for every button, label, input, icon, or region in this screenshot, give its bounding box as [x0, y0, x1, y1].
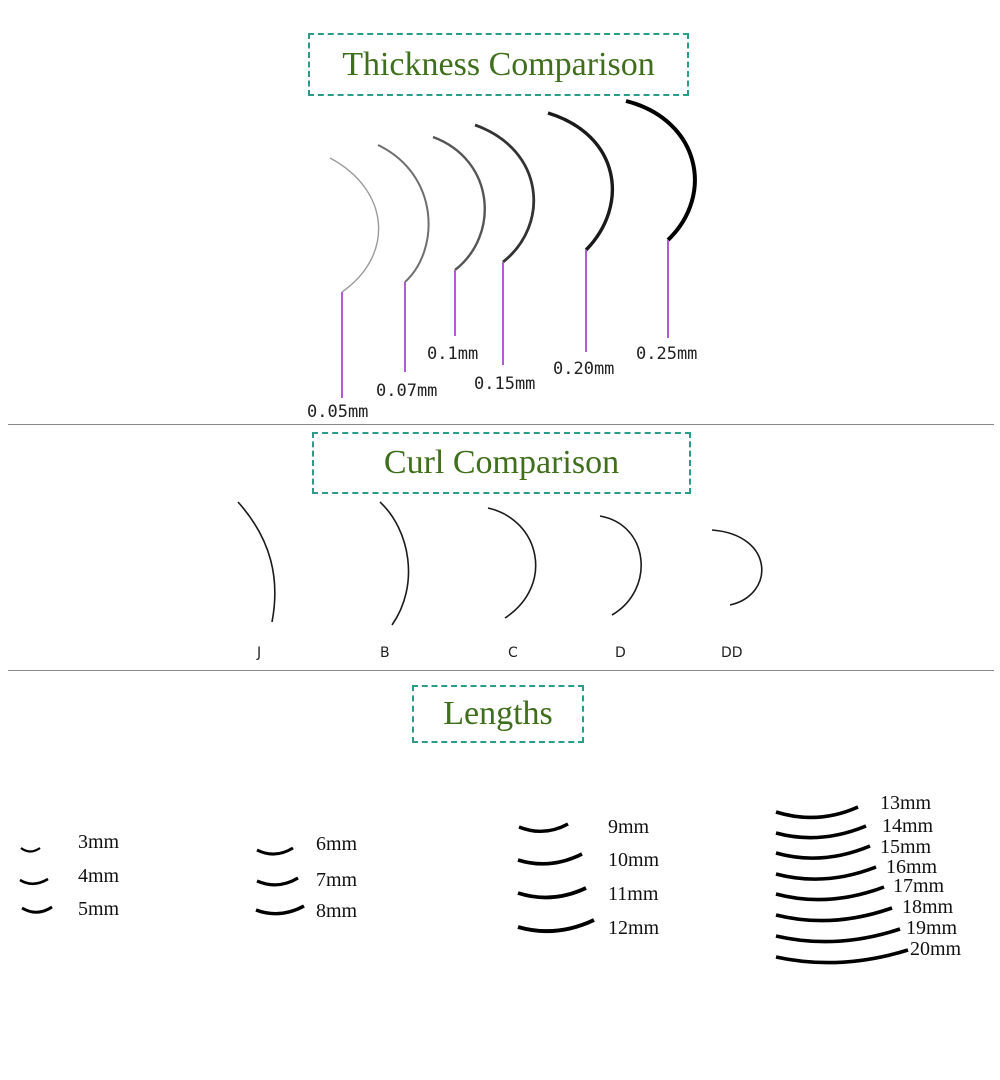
lash-10mm	[517, 852, 583, 866]
lash-16mm	[775, 865, 877, 881]
curl-label-dd: DD	[721, 645, 743, 661]
lash-18mm	[775, 906, 893, 923]
lash-13mm	[775, 805, 859, 820]
curl-lashes	[237, 501, 763, 626]
curl-label-j: J	[257, 645, 262, 661]
thickness-label-0-07: 0.07mm	[376, 381, 438, 401]
divider-top	[8, 424, 994, 425]
curl-title: Curl Comparison	[312, 432, 691, 494]
length-label-4mm: 4mm	[78, 865, 120, 887]
length-label-20mm: 20mm	[910, 938, 962, 960]
lash-7mm	[256, 876, 299, 887]
lash-8mm	[255, 904, 305, 916]
length-label-16mm: 16mm	[886, 856, 938, 878]
lash-5mm	[21, 905, 53, 914]
length-label-19mm: 19mm	[906, 917, 958, 939]
length-lashes	[19, 805, 909, 965]
curl-j	[237, 501, 276, 623]
lash-14mm	[775, 824, 867, 840]
thickness-title: Thickness Comparison	[308, 33, 689, 96]
lash-12mm	[517, 918, 595, 934]
length-label-14mm: 14mm	[882, 815, 934, 837]
length-label-9mm: 9mm	[608, 816, 650, 838]
lash-0-15	[474, 123, 536, 264]
length-label-18mm: 18mm	[902, 896, 954, 918]
thickness-label-0-1: 0.1mm	[427, 344, 479, 364]
lash-0-20	[547, 111, 615, 252]
lash-6mm	[256, 846, 294, 856]
curl-d	[599, 515, 642, 616]
lash-17mm	[775, 885, 885, 902]
length-label-5mm: 5mm	[78, 898, 120, 920]
curl-label-b: B	[380, 645, 390, 661]
curl-b	[379, 501, 410, 626]
lash-9mm	[518, 822, 569, 833]
length-label-3mm: 3mm	[78, 831, 120, 853]
curl-dd	[711, 529, 763, 606]
lash-4mm	[19, 877, 49, 886]
lash-20mm	[775, 948, 909, 965]
length-label-11mm: 11mm	[608, 883, 659, 905]
thickness-label-0-25: 0.25mm	[636, 344, 698, 364]
length-label-10mm: 10mm	[608, 849, 660, 871]
thickness-lashes	[329, 99, 697, 398]
lash-3mm	[20, 847, 41, 853]
length-label-7mm: 7mm	[316, 869, 358, 891]
length-label-13mm: 13mm	[880, 792, 932, 814]
lash-11mm	[517, 886, 587, 900]
curl-label-d: D	[615, 645, 626, 661]
length-label-12mm: 12mm	[608, 917, 660, 939]
length-label-6mm: 6mm	[316, 833, 358, 855]
lash-0-07	[377, 144, 430, 283]
thickness-label-0-20: 0.20mm	[553, 359, 615, 379]
length-label-8mm: 8mm	[316, 900, 358, 922]
divider-bottom	[8, 670, 994, 671]
lash-0-1	[432, 135, 486, 271]
lash-15mm	[775, 844, 871, 860]
curl-c	[487, 507, 537, 619]
lengths-title: Lengths	[412, 685, 584, 743]
length-label-15mm: 15mm	[880, 836, 932, 858]
length-label-17mm: 17mm	[893, 875, 945, 897]
thickness-label-0-15: 0.15mm	[474, 374, 536, 394]
thickness-label-0-05: 0.05mm	[307, 402, 369, 422]
lash-0-05	[329, 157, 380, 293]
lash-19mm	[775, 927, 901, 944]
curl-label-c: C	[508, 645, 518, 661]
lash-0-25	[625, 99, 697, 242]
